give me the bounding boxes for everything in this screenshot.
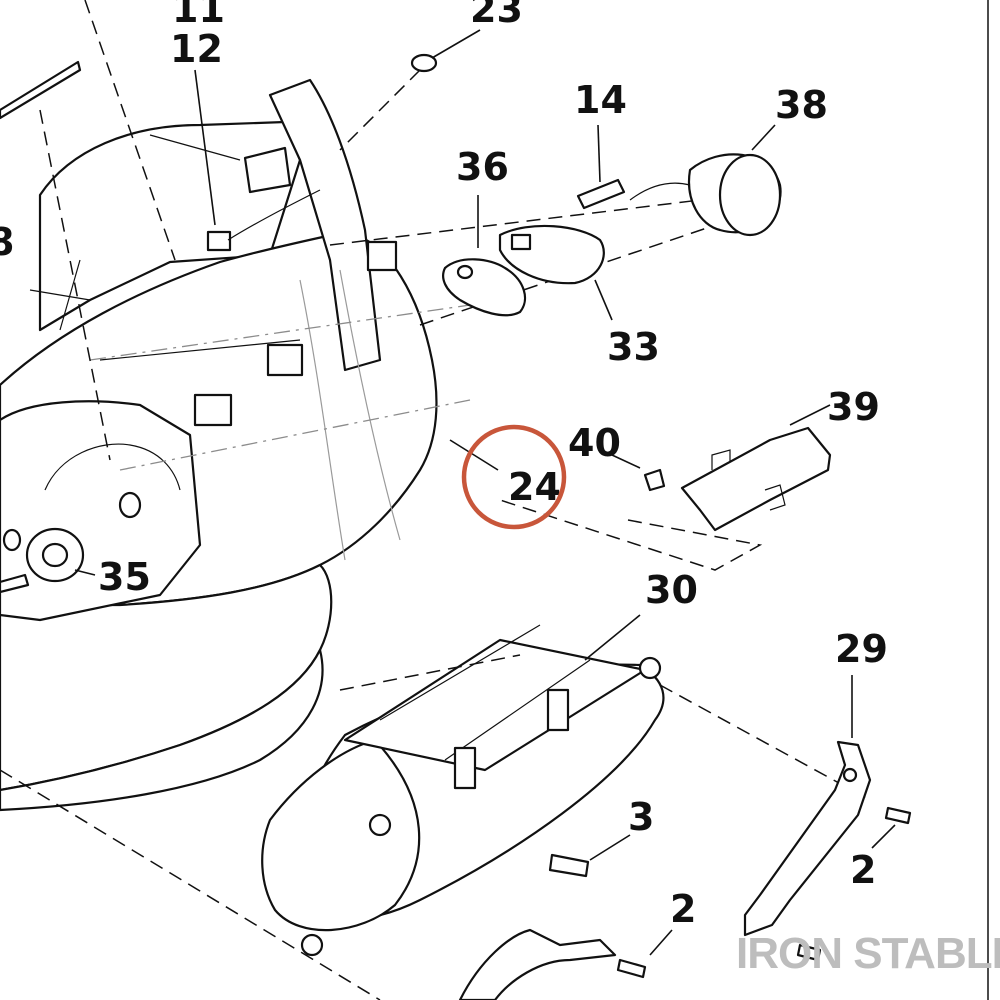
callout-40: 40 — [568, 421, 621, 465]
watermark: IRON STABLE — [736, 929, 1000, 978]
callout-39: 39 — [827, 385, 880, 429]
callout-33: 33 — [607, 325, 660, 369]
upper-bracket — [243, 146, 292, 194]
callout-29: 29 — [835, 627, 888, 671]
mount-clip-2 — [266, 343, 304, 377]
part-14-screw — [576, 124, 626, 210]
part-29-bracket — [743, 675, 872, 937]
fairing-support-arm — [268, 78, 382, 372]
alignment-line-1 — [89, 304, 471, 361]
callout-8-partial: 8 — [0, 220, 14, 264]
part-33-housing — [498, 224, 613, 321]
fairing-trim-strip — [0, 648, 324, 812]
part-36-gasket — [442, 195, 527, 317]
part-38-turn-signal — [629, 124, 782, 237]
highlight-circle-24 — [461, 424, 567, 530]
part-23-clip — [339, 29, 481, 151]
callout-2-right: 2 — [850, 848, 876, 892]
leader-12 — [194, 69, 216, 226]
inset-screw — [0, 573, 30, 594]
alignment-line-left — [39, 109, 111, 461]
turn-signal-mount-35-hole — [41, 542, 69, 568]
alignment-line-2 — [119, 399, 471, 471]
lower-bracket — [458, 928, 617, 1000]
alignment-line-11 — [84, 0, 176, 261]
part-30-headlamp — [0, 614, 871, 1000]
part-2-screw-right — [871, 806, 912, 849]
inset-hole — [118, 491, 142, 519]
callout-11: 11 — [172, 0, 225, 31]
callout-38: 38 — [775, 83, 828, 127]
part-39-bracket — [499, 404, 832, 571]
inset-hole-2 — [2, 528, 22, 552]
part-2-screw-lower — [616, 929, 822, 979]
mount-clip-1 — [366, 240, 398, 272]
part-40-screw — [611, 454, 666, 492]
callout-24: 24 — [508, 465, 561, 509]
callout-12: 12 — [170, 27, 223, 71]
fairing-detail-lines — [29, 134, 301, 361]
leader-35 — [74, 569, 96, 576]
callout-36: 36 — [456, 145, 509, 189]
callout-35: 35 — [98, 555, 151, 599]
mount-clip-3 — [193, 393, 233, 427]
callout-2-lower: 2 — [670, 887, 696, 931]
wire-harness — [227, 189, 321, 241]
part-3-bolt — [548, 834, 631, 878]
alignment-line-3 — [329, 199, 701, 246]
inset-wire — [44, 443, 181, 491]
windshield-edge — [0, 60, 82, 120]
callout-14: 14 — [574, 78, 627, 122]
callout-23: 23 — [470, 0, 523, 31]
callout-30: 30 — [645, 568, 698, 612]
fairing-assembly — [0, 60, 438, 812]
leader-24 — [449, 439, 499, 471]
wire-connector — [206, 230, 232, 252]
callout-3: 3 — [628, 795, 654, 839]
